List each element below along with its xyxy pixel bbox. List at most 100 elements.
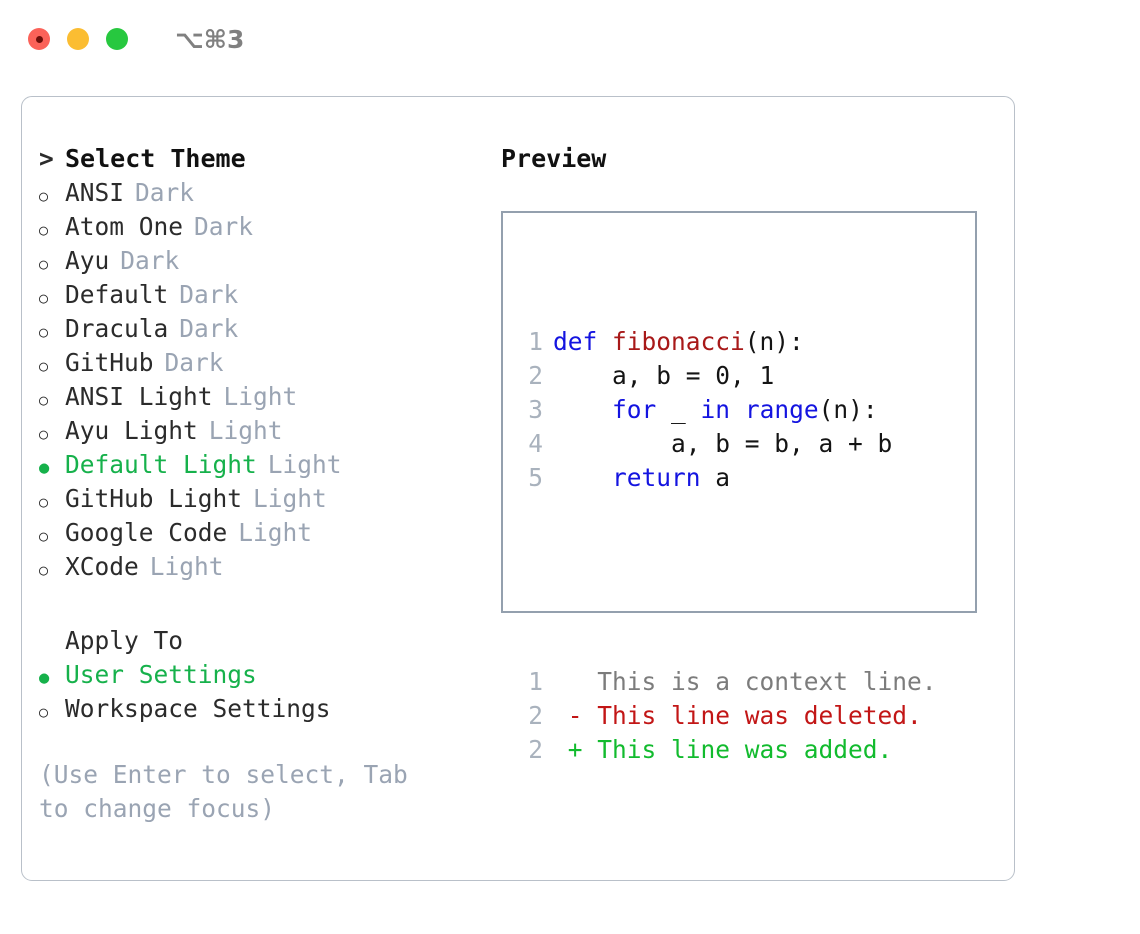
line-number: 2 <box>528 701 543 730</box>
theme-item-label: Dracula <box>65 314 169 343</box>
code-line: 4 a, b = b, a + b <box>517 427 937 461</box>
line-number: 3 <box>528 395 543 424</box>
apply-to-item-user-settings[interactable]: User Settings <box>39 660 469 694</box>
radio-unselected-icon <box>39 351 65 376</box>
radio-unselected-icon <box>39 283 65 308</box>
code-token: return <box>612 463 716 492</box>
theme-item-tag: Light <box>223 382 298 411</box>
line-number: 4 <box>528 429 543 458</box>
radio-unselected-icon <box>39 317 65 342</box>
apply-to-item-label: Workspace Settings <box>65 694 331 723</box>
apply-to-list: User SettingsWorkspace Settings <box>39 660 469 728</box>
theme-item-label: Google Code <box>65 518 228 547</box>
theme-item-github[interactable]: GitHub Dark <box>39 348 469 382</box>
code-token: a, b = 0, 1 <box>553 361 775 390</box>
theme-item-default[interactable]: Default Dark <box>39 280 469 314</box>
theme-item-label: GitHub <box>65 348 154 377</box>
code-token <box>553 395 612 424</box>
apply-to-item-label: User Settings <box>65 660 257 689</box>
theme-item-google-code[interactable]: Google Code Light <box>39 518 469 552</box>
radio-unselected-icon <box>39 215 65 240</box>
theme-item-tag: Dark <box>135 178 195 207</box>
code-token: range <box>744 395 819 424</box>
main-panel: Select Theme ANSIDarkAtom OneDarkAyuDark… <box>21 96 1015 881</box>
code-line: 3 for _ in range(n): <box>517 393 937 427</box>
caret-icon <box>39 147 65 172</box>
code-token <box>553 463 612 492</box>
theme-item-tag: Dark <box>120 246 180 275</box>
line-number: 5 <box>528 463 543 492</box>
preview-title: Preview <box>501 144 607 173</box>
theme-selection-column: Select Theme ANSIDarkAtom OneDarkAyuDark… <box>39 144 469 826</box>
theme-item-label: Ayu Light <box>65 416 198 445</box>
title-bar: ⌥⌘3 <box>0 0 1140 78</box>
radio-unselected-icon <box>39 181 65 206</box>
minimize-window-button[interactable] <box>67 28 89 50</box>
code-token: a, b = b, a + b <box>553 429 893 458</box>
code-line: 5 return a <box>517 461 937 495</box>
theme-item-ayu-light[interactable]: Ayu Light Light <box>39 416 469 450</box>
theme-item-tag: Light <box>253 484 327 513</box>
traffic-lights <box>28 28 128 50</box>
radio-unselected-icon <box>39 249 65 274</box>
line-number: 1 <box>528 327 543 356</box>
code-token: This is a context line. <box>553 667 937 696</box>
apply-to-header: Apply To <box>39 626 469 660</box>
theme-item-label: ANSI Light <box>65 382 213 411</box>
theme-item-ansi[interactable]: ANSI Dark <box>39 178 469 212</box>
keyboard-shortcut-label: ⌥⌘3 <box>175 24 245 54</box>
code-token: (n): <box>744 327 804 356</box>
theme-item-tag: Light <box>238 518 313 547</box>
radio-unselected-icon <box>39 521 65 546</box>
code-token: a <box>715 463 731 492</box>
radio-selected-icon <box>39 663 65 688</box>
code-token: _ <box>671 395 701 424</box>
code-line: 2 a, b = 0, 1 <box>517 359 937 393</box>
line-number: 1 <box>528 667 543 696</box>
radio-unselected-icon <box>39 555 65 580</box>
select-theme-header: Select Theme <box>39 144 469 178</box>
code-token: fibonacci <box>612 327 745 356</box>
theme-item-label: Atom One <box>65 212 184 241</box>
code-token: def <box>553 327 613 356</box>
theme-item-label: ANSI <box>65 178 125 207</box>
theme-item-tag: Light <box>149 552 224 581</box>
theme-item-github-light[interactable]: GitHub Light Light <box>39 484 469 518</box>
code-token: in <box>700 395 745 424</box>
theme-item-label: Default Light <box>65 450 257 479</box>
zoom-window-button[interactable] <box>106 28 128 50</box>
radio-unselected-icon <box>39 697 65 722</box>
code-token: + This line was added. <box>553 735 893 764</box>
close-window-button[interactable] <box>28 28 50 50</box>
code-token: for <box>612 395 672 424</box>
theme-item-dracula[interactable]: Dracula Dark <box>39 314 469 348</box>
apply-to-item-workspace-settings[interactable]: Workspace Settings <box>39 694 469 728</box>
theme-item-tag: Dark <box>179 314 239 343</box>
line-number: 2 <box>528 361 543 390</box>
code-line: 1 def fibonacci(n): <box>517 325 937 359</box>
theme-item-tag: Light <box>208 416 283 445</box>
theme-item-label: GitHub Light <box>65 484 243 513</box>
line-number: 2 <box>528 735 543 764</box>
theme-item-tag: Dark <box>179 280 239 309</box>
select-theme-title: Select Theme <box>65 144 246 173</box>
code-token: - This line was deleted. <box>553 701 922 730</box>
apply-to-title: Apply To <box>65 626 184 655</box>
theme-item-label: Default <box>65 280 169 309</box>
theme-item-tag: Dark <box>164 348 224 377</box>
keyboard-hint-text: (Use Enter to select, Tab to change focu… <box>39 760 408 823</box>
radio-selected-icon <box>39 453 65 478</box>
radio-unselected-icon <box>39 419 65 444</box>
diff-line: 2 + This line was added. <box>517 733 937 767</box>
theme-item-ansi-light[interactable]: ANSI Light Light <box>39 382 469 416</box>
radio-unselected-icon <box>39 385 65 410</box>
diff-line: 2 - This line was deleted. <box>517 699 937 733</box>
